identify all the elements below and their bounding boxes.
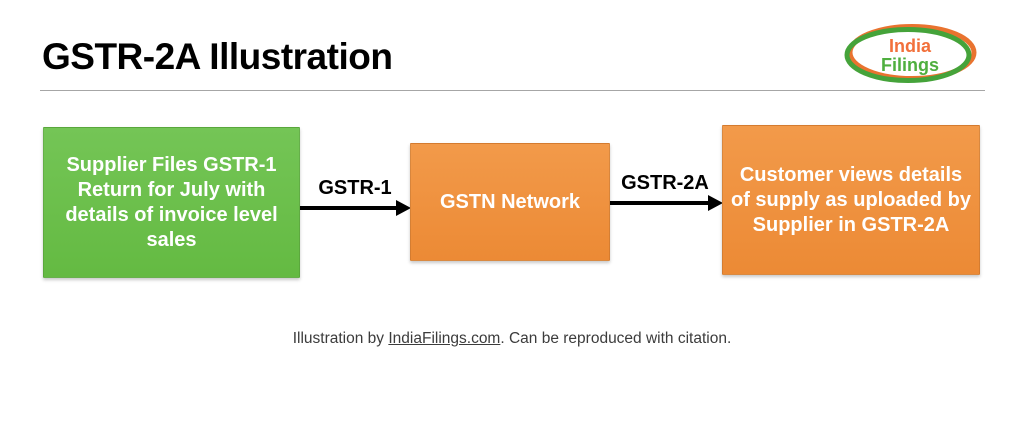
indiafilings-logo: India Filings — [844, 24, 977, 83]
attribution-caption: Illustration by IndiaFilings.com. Can be… — [0, 330, 1024, 348]
logo-text-india: India — [889, 36, 932, 56]
arrow-line-gstr2a — [610, 201, 709, 205]
node-gstn-label: GSTN Network — [439, 190, 581, 213]
arrow-head-gstr1-icon — [396, 200, 411, 216]
page-title: GSTR-2A Illustration — [42, 36, 393, 77]
title-divider — [40, 90, 985, 91]
arrow-label-gstr2a: GSTR-2A — [621, 172, 709, 194]
indiafilings-link[interactable]: IndiaFilings.com — [388, 330, 501, 347]
caption-prefix: Illustration by — [292, 330, 389, 347]
arrow-label-gstr1: GSTR-1 — [318, 177, 392, 199]
node-supplier-label: Supplier Files GSTR-1 Return for July wi… — [65, 153, 278, 251]
logo-text-filings: Filings — [881, 55, 939, 75]
logo-ring-green-icon — [844, 27, 972, 83]
node-customer: Customer views details of supply as uplo… — [722, 125, 980, 275]
node-gstn-network: GSTN Network — [410, 143, 610, 261]
caption-suffix: . Can be reproduced with citation. — [500, 330, 732, 347]
arrow-head-gstr2a-icon — [708, 195, 723, 211]
node-customer-label: Customer views details of supply as uplo… — [730, 163, 972, 236]
arrow-line-gstr1 — [300, 206, 397, 210]
node-supplier: Supplier Files GSTR-1 Return for July wi… — [43, 127, 300, 278]
